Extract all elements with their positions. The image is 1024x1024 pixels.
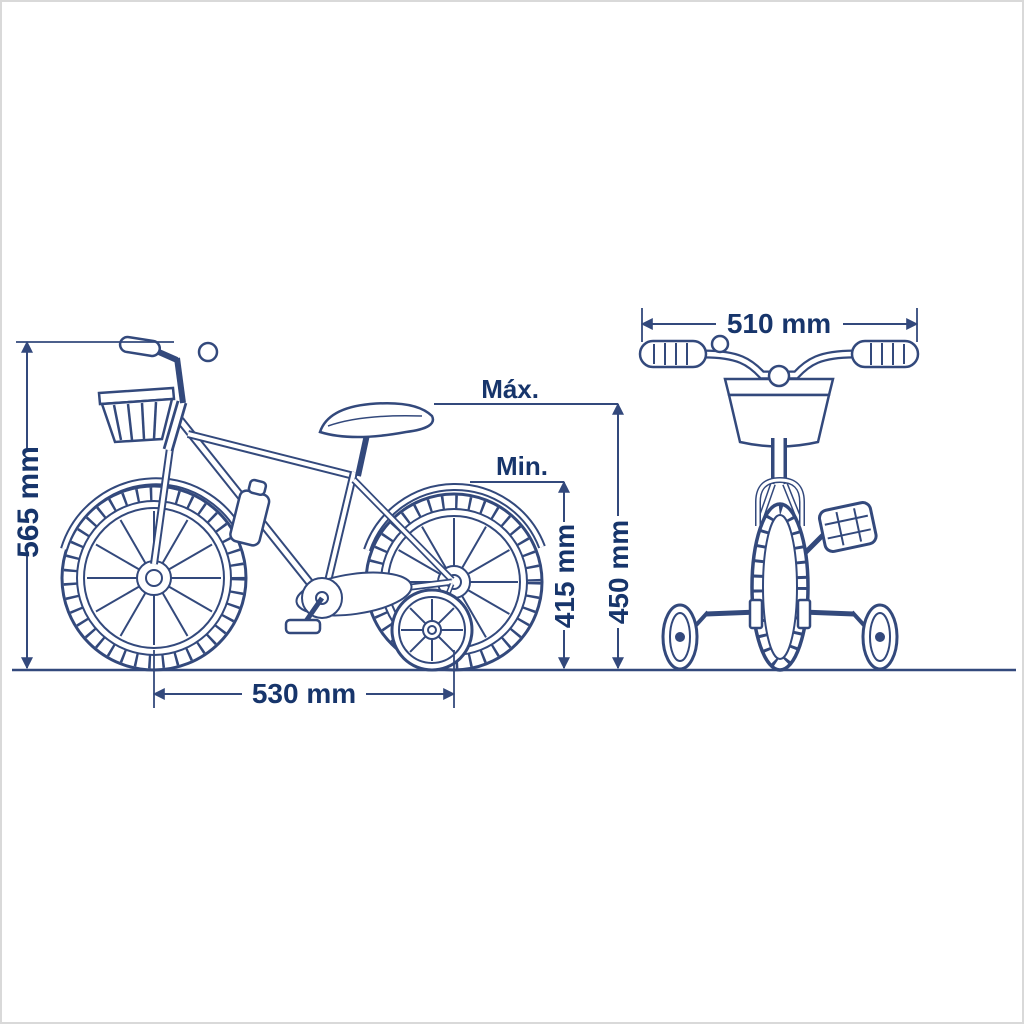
left-grip: [638, 339, 708, 369]
side-basket: [97, 386, 176, 444]
training-wheel-spokes: [400, 599, 464, 662]
seat-height-leaders: Máx. Min.: [434, 374, 618, 483]
front-fork: [755, 438, 805, 526]
wheelbase-label: 530 mm: [252, 678, 356, 709]
crank-and-chainguard: [284, 571, 413, 635]
dimension-overall-height: 565 mm: [12, 340, 174, 670]
rear-fender: [363, 482, 546, 552]
right-training-wheel: [861, 603, 899, 671]
right-grip: [850, 339, 920, 369]
side-front-wheel: [60, 484, 248, 672]
front-view-wheel: [750, 502, 810, 672]
overall-height-label: 565 mm: [12, 446, 45, 558]
saddle: [318, 401, 435, 477]
dimension-handlebar-width: 510 mm: [640, 308, 919, 342]
side-training-wheel: [390, 583, 474, 672]
dimension-annotations: 565 mm 530 mm Máx. Min. 415 mm 450 m: [12, 308, 919, 709]
rear-wheel-spokes: [389, 518, 519, 647]
front-view-bike-drawing: [638, 334, 920, 672]
seat-max-height-label: 450 mm: [603, 520, 634, 624]
side-view-bike-drawing: [60, 335, 546, 672]
front-training-wheels: [661, 598, 899, 671]
bell-icon: [197, 341, 219, 363]
min-label: Min.: [496, 451, 548, 481]
dimension-seat-max-height: 450 mm: [603, 402, 634, 670]
front-bell-icon: [710, 334, 730, 354]
basket-emblem-icon: [767, 364, 791, 388]
dimension-wheelbase: 530 mm: [152, 650, 456, 709]
front-fender: [60, 477, 249, 551]
water-bottle: [229, 478, 271, 547]
handlebar-width-label: 510 mm: [727, 308, 831, 339]
front-basket: [723, 364, 835, 448]
seat-min-height-label: 415 mm: [549, 524, 580, 628]
dimension-seat-min-height: 415 mm: [549, 480, 580, 670]
left-training-wheel: [661, 603, 699, 671]
max-label: Máx.: [481, 374, 539, 404]
